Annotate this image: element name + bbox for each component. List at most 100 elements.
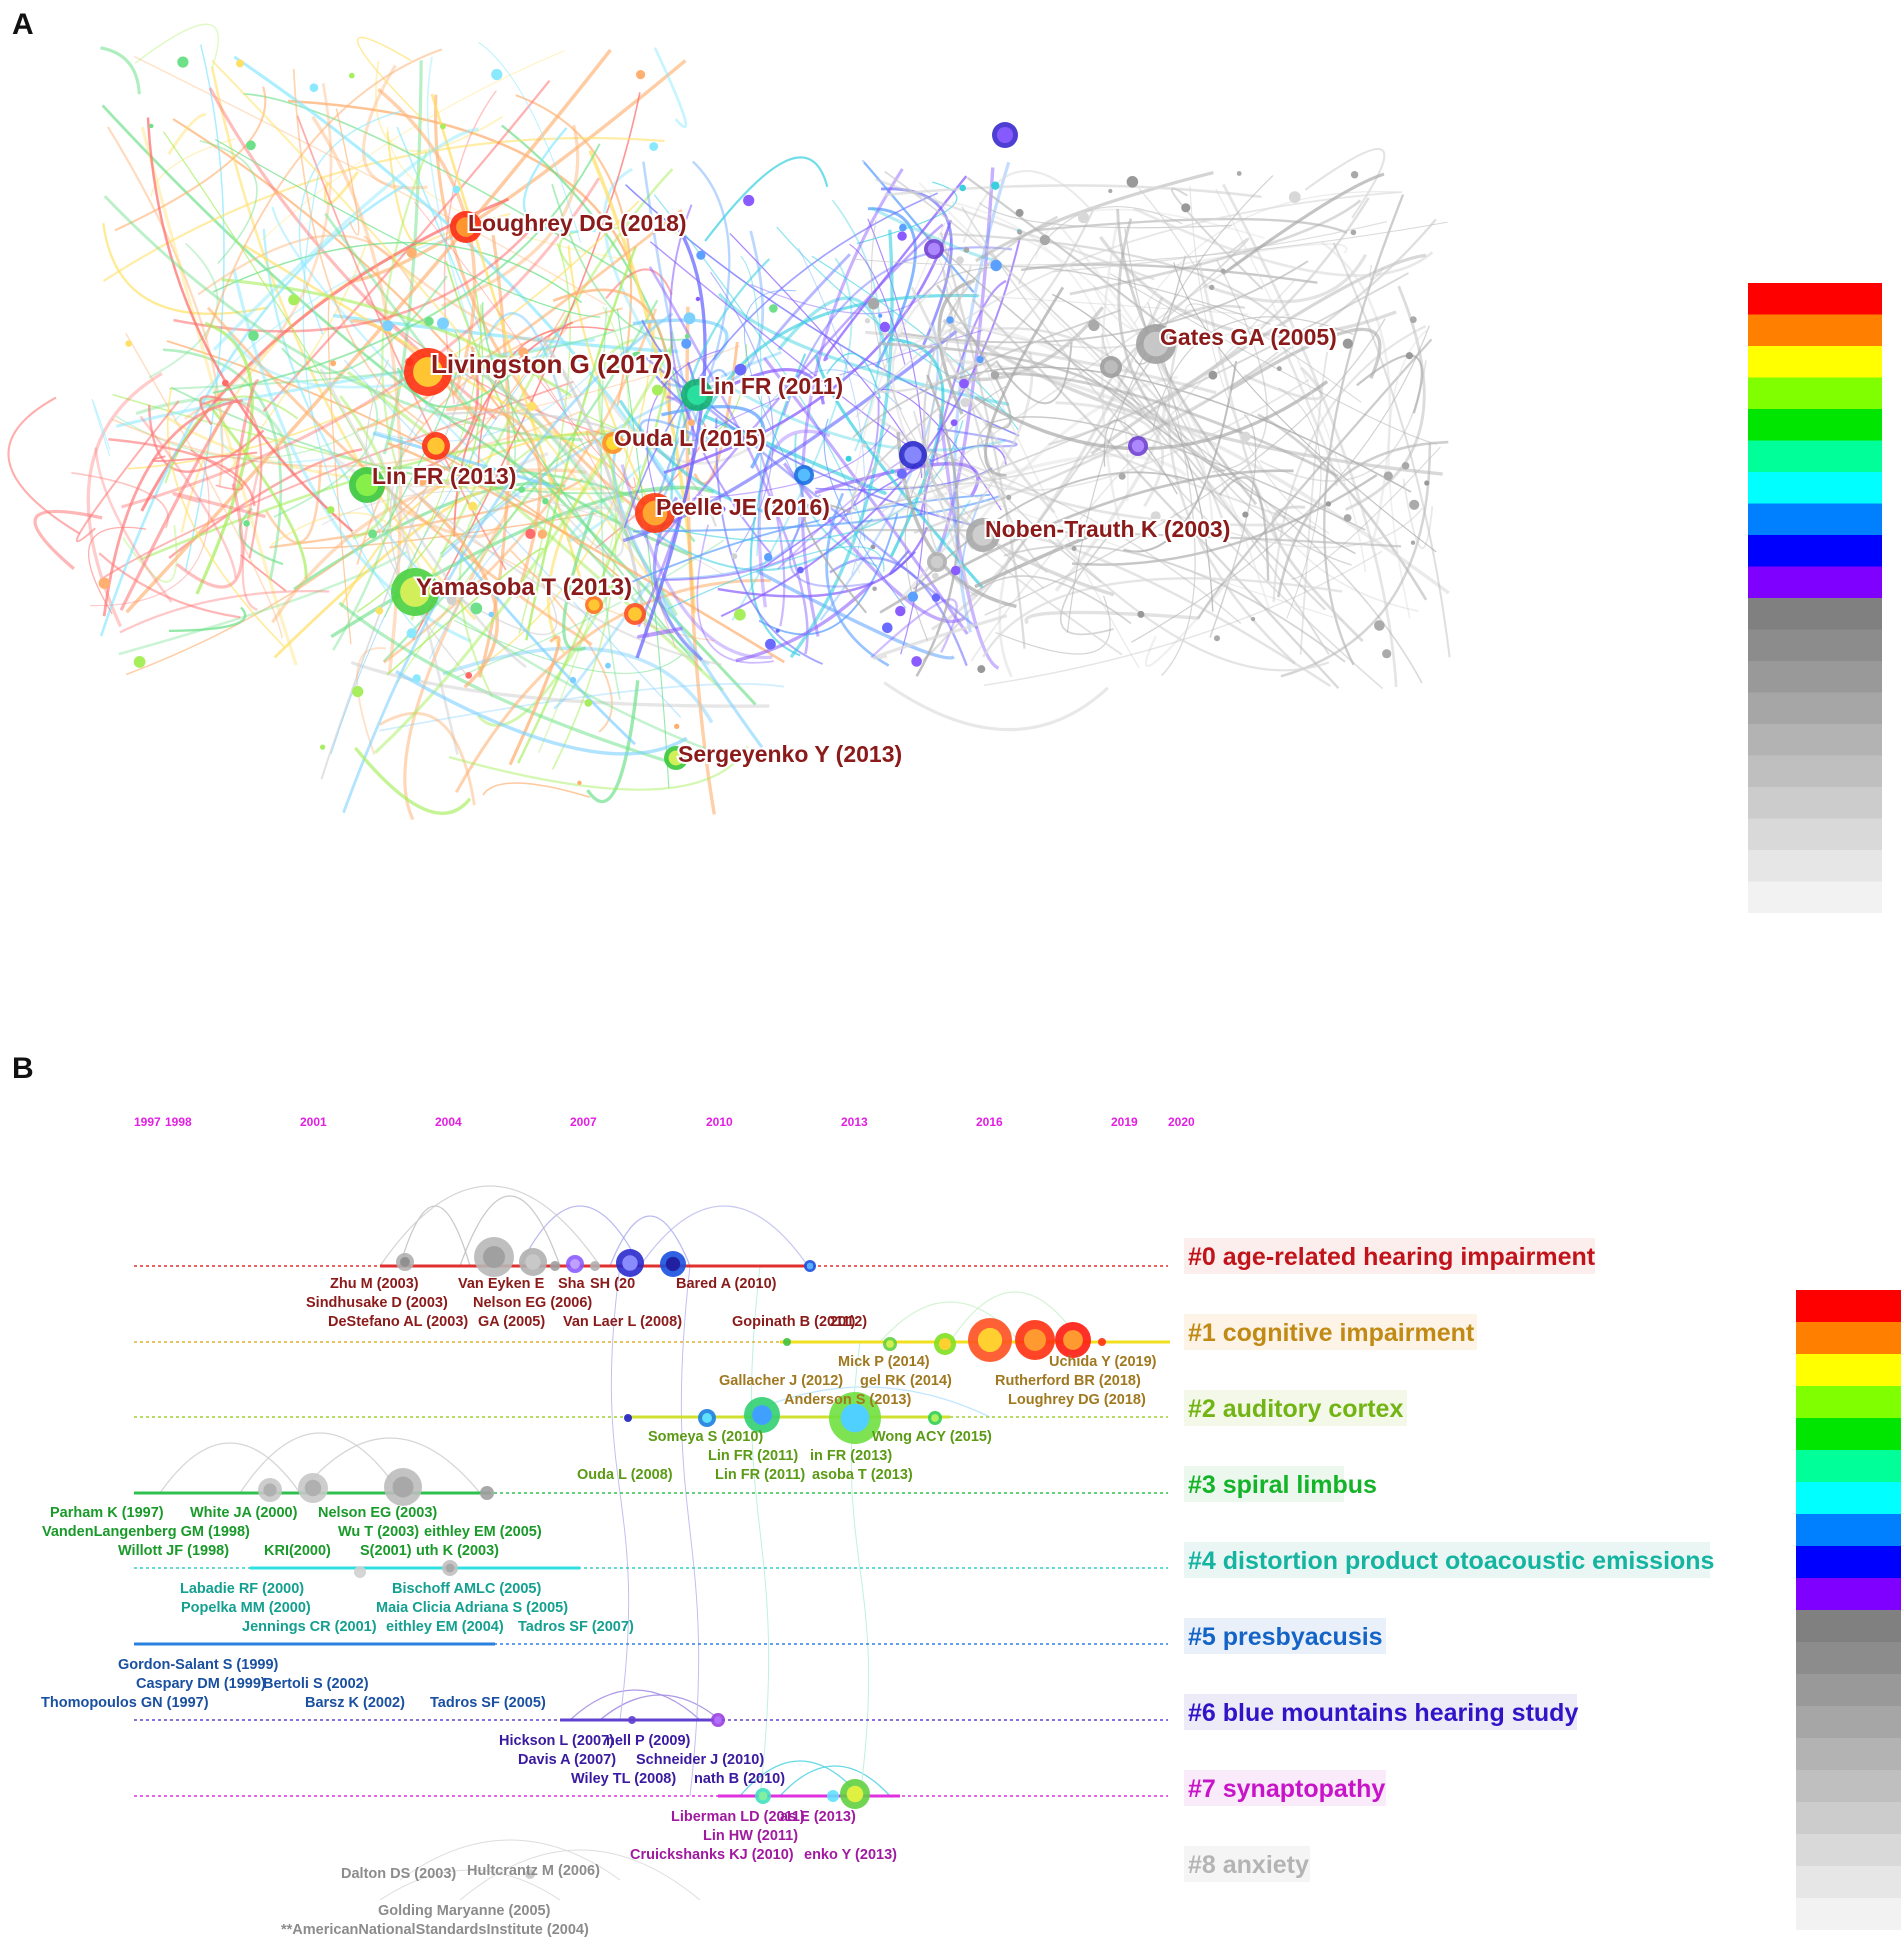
citation-label: Schneider J (2010) [636, 1752, 764, 1768]
cluster-label-8: #8 anxiety [1188, 1851, 1309, 1879]
network-edge [94, 447, 173, 603]
network-edge [487, 352, 516, 487]
network-edge [920, 448, 1242, 625]
citation-label: Loughrey DG (2018) [1008, 1392, 1146, 1408]
network-edge [537, 306, 630, 754]
network-edge [340, 430, 659, 608]
network-edge [1052, 217, 1214, 524]
legend-swatch [1748, 881, 1882, 913]
network-edge [212, 143, 601, 394]
legend-swatch [1748, 503, 1882, 535]
network-node [631, 351, 643, 363]
citation-label: eithley EM (2005) [424, 1524, 542, 1540]
network-edge [453, 321, 574, 537]
citation-label: Anderson S (2013) [784, 1392, 911, 1408]
legend-swatch [1796, 1450, 1901, 1482]
network-edge [288, 99, 633, 269]
network-edge [1243, 366, 1323, 401]
network-edge [977, 421, 1102, 583]
network-edge [119, 590, 330, 634]
network-edge [915, 374, 960, 677]
network-node [1214, 635, 1220, 642]
network-edge [1024, 610, 1200, 625]
node-label-sergeyenko: Sergeyenko Y (2013) [678, 741, 902, 767]
citation-label: Lin FR (2011) [715, 1467, 805, 1483]
network-edge [616, 308, 670, 789]
node-blue-mid-core [904, 446, 922, 464]
panel-a-cocitation-network: A Loughrey DG (2018) Livingston G (2017)… [7, 8, 1882, 913]
timeline-node-core [714, 1716, 722, 1724]
timeline-year-axis: 1997 1998 2001 2004 2007 2010 2013 2016 … [134, 1115, 1195, 1129]
timeline-arc [609, 1215, 691, 1267]
network-edge [101, 104, 689, 556]
network-node [1401, 462, 1410, 470]
timeline-node-core [846, 1785, 864, 1803]
timeline-node-core [304, 1479, 322, 1497]
network-edge [98, 552, 241, 619]
citation-label: KRI(2000) [264, 1543, 331, 1559]
legend-swatch [1748, 314, 1882, 346]
network-edge [1124, 228, 1352, 566]
network-edge [777, 296, 891, 364]
network-node [976, 355, 984, 364]
citation-label: Mick P (2014) [838, 1354, 930, 1370]
network-edge [642, 161, 711, 442]
legend-swatch [1796, 1898, 1901, 1930]
cluster-label-1: #1 cognitive impairment [1188, 1319, 1475, 1347]
network-node [911, 656, 922, 667]
citation-label: Van Eyken E [458, 1276, 545, 1292]
citation-label: 2012) [830, 1314, 867, 1330]
network-edge [717, 527, 929, 598]
timeline-arc [639, 1205, 809, 1267]
network-node [696, 250, 706, 260]
network-edge [1123, 360, 1238, 553]
network-edge [262, 79, 551, 413]
network-node [1006, 494, 1012, 500]
network-node [125, 340, 132, 347]
node-label-ouda: Ouda L (2015) [614, 425, 766, 451]
timeline-node [628, 1716, 636, 1724]
network-node [990, 370, 1000, 380]
network-edge [1101, 333, 1327, 611]
network-edge [1356, 354, 1423, 414]
network-edge [125, 332, 283, 639]
network-edge [241, 469, 260, 611]
network-edge [292, 68, 425, 425]
network-edge [346, 370, 725, 692]
timeline-arc [459, 1195, 561, 1267]
cluster-label-3: #3 spiral limbus [1188, 1471, 1377, 1499]
citation-label: Bared A (2010) [676, 1276, 777, 1292]
legend-swatch [1796, 1834, 1901, 1866]
network-edge [740, 255, 763, 557]
network-edge [962, 170, 1092, 243]
network-node [882, 622, 893, 634]
network-edge [1152, 316, 1354, 431]
legend-swatch [1748, 472, 1882, 504]
network-edge [942, 318, 1443, 476]
cluster-label-7: #7 synaptopathy [1188, 1775, 1385, 1803]
legend-swatch [1796, 1386, 1901, 1418]
network-edge [539, 335, 650, 638]
network-edge [922, 265, 1271, 325]
network-edge [386, 441, 785, 664]
cluster-label-5: #5 presbyacusis [1188, 1623, 1383, 1651]
network-node [518, 347, 529, 358]
citation-label: enko Y (2013) [804, 1847, 897, 1863]
network-edge [1388, 329, 1428, 619]
network-nodes [98, 56, 1430, 785]
node-yamasoba-core [400, 577, 430, 607]
timeline-arc [569, 1689, 701, 1721]
network-edge [763, 357, 969, 635]
network-node [731, 553, 738, 560]
citation-label: eithley EM (2004) [386, 1619, 504, 1635]
network-edge [632, 495, 1000, 533]
network-node [577, 780, 582, 785]
timeline-node-core [977, 1327, 1003, 1353]
legend-swatch [1796, 1674, 1901, 1706]
network-node [222, 379, 229, 387]
timeline-arc [779, 1765, 891, 1797]
timeline-node [1098, 1338, 1106, 1346]
network-edge [210, 66, 477, 621]
network-node [878, 313, 883, 318]
year-label: 2019 [1111, 1115, 1138, 1129]
